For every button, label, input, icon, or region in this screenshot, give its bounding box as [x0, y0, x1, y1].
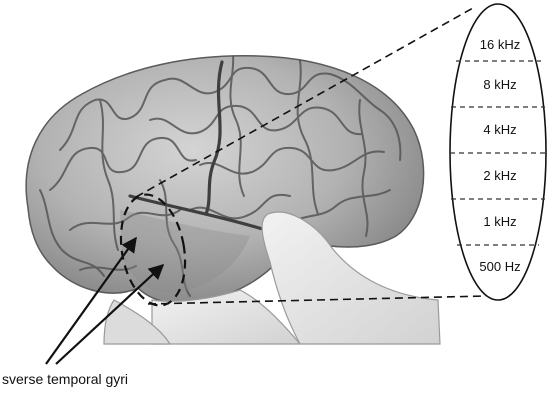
- anatomical-label: sverse temporal gyri: [2, 371, 128, 387]
- frequency-label-500hz: 500 Hz: [479, 259, 520, 274]
- brain-image: [26, 40, 423, 303]
- frequency-label-1khz: 1 kHz: [483, 214, 516, 229]
- frequency-label-4khz: 4 kHz: [483, 122, 516, 137]
- tonotopic-map: 16 kHz 8 kHz 4 kHz 2 kHz 1 kHz 500 Hz: [450, 4, 546, 300]
- frequency-label-8khz: 8 kHz: [483, 77, 516, 92]
- frequency-label-16khz: 16 kHz: [480, 37, 520, 52]
- frequency-label-2khz: 2 kHz: [483, 168, 516, 183]
